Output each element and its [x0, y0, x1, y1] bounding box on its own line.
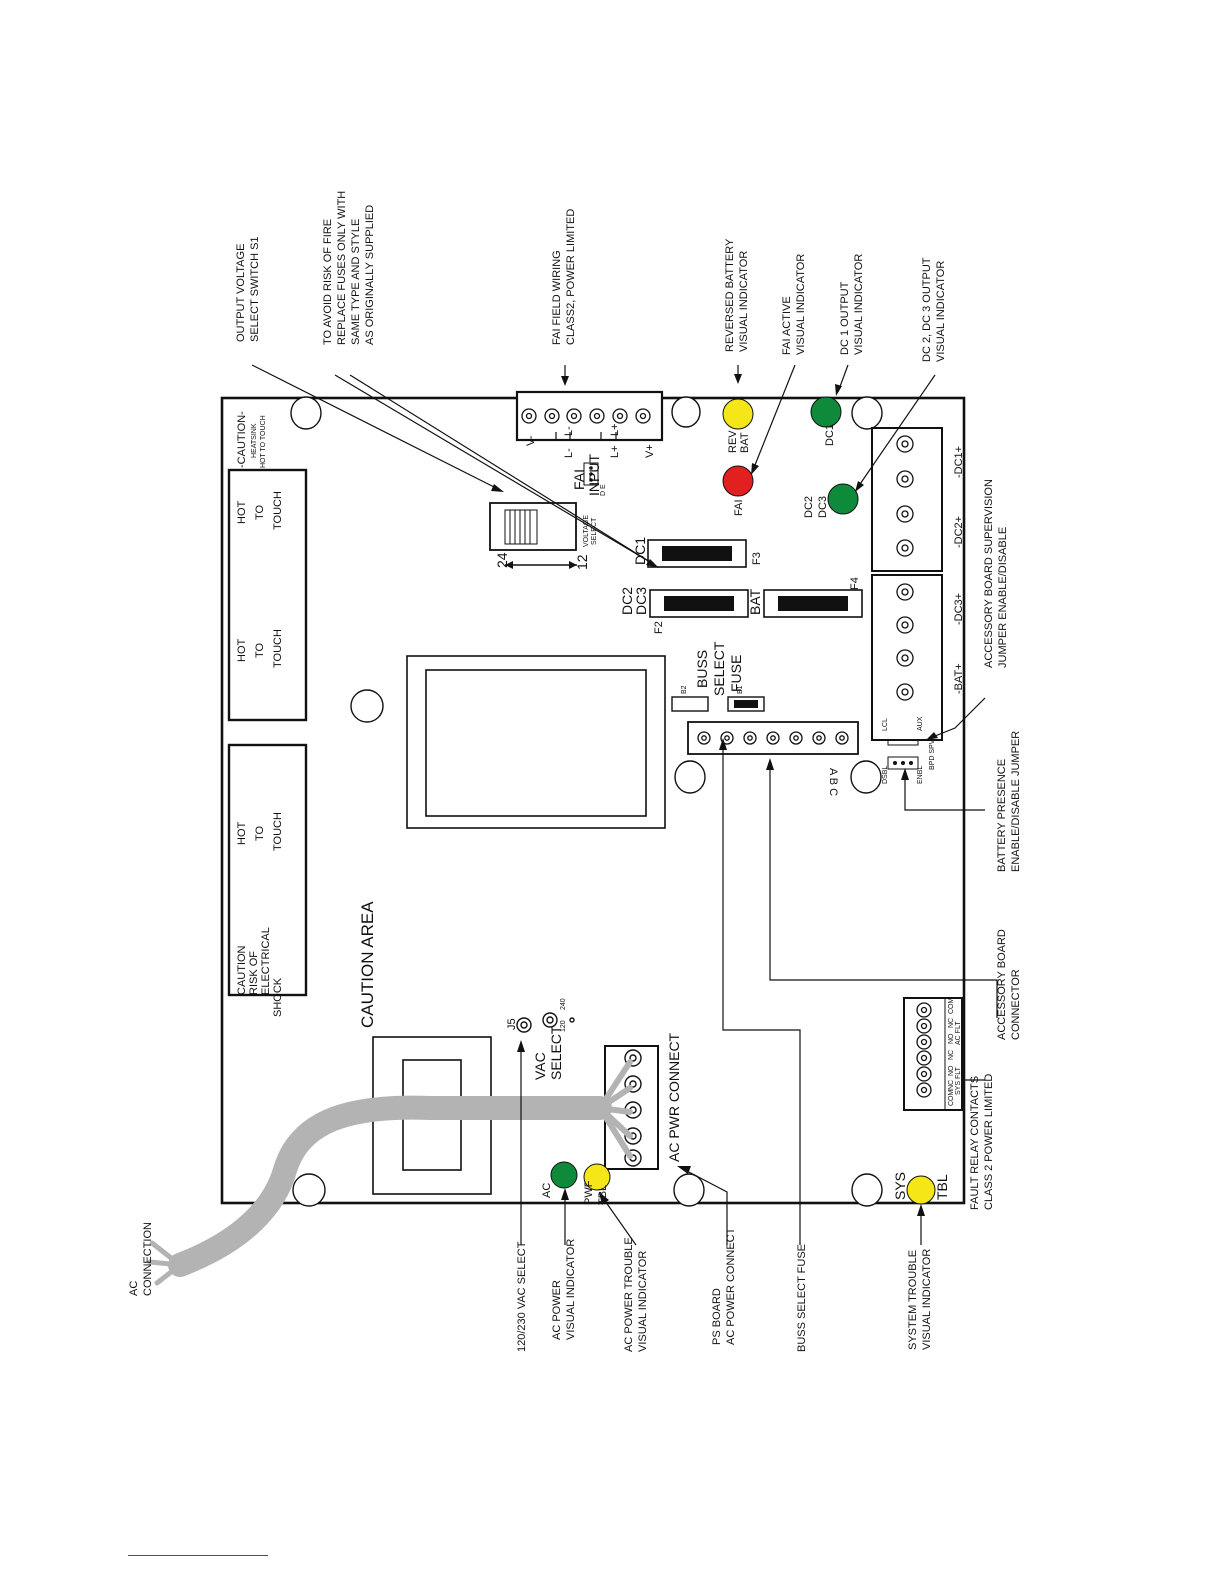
fai-led-label: FAI [733, 499, 745, 516]
board-labels: CAUTION AREA CAUTION RISK OF ELECTRICAL … [236, 408, 965, 1205]
dc2-terminal-label: -DC2+ [953, 516, 965, 548]
system-trouble-led [906, 1175, 936, 1205]
abc-label: A B C [827, 768, 839, 796]
dsbl-label: DSBL [882, 766, 889, 784]
callout-fault-relay: FAULT RELAY CONTACTS CLASS 2 POWER LIMIT… [969, 1073, 995, 1210]
f4-fuse-label: BAT [747, 588, 763, 615]
de-label: D E [600, 484, 607, 496]
hot-zone-boxes [227, 468, 308, 997]
callout-output-voltage: OUTPUT VOLTAGE SELECT SWITCH S1 [235, 236, 261, 342]
ac-trouble-led [583, 1163, 611, 1191]
callout-fai-active: FAI ACTIVE VISUAL INDICATOR [781, 254, 807, 355]
leds [550, 396, 936, 1205]
aux-label: AUX [917, 716, 924, 731]
f1-fuse-label: DC1 [632, 537, 648, 565]
vac-select-jumper [516, 1012, 575, 1033]
dc3-terminal-label: -DC3+ [953, 593, 965, 625]
accessory-connector [687, 721, 859, 755]
transformer [406, 655, 666, 829]
f4-label: F4 [849, 577, 861, 590]
mounting-holes [290, 396, 883, 1207]
hot-to-touch-1: HOT TO TOUCH [236, 812, 284, 851]
callout-ps-board: PS BOARD AC POWER CONNECT [711, 1227, 737, 1345]
shock-warning-label: CAUTION RISK OF ELECTRICAL SHOCK [236, 924, 284, 1017]
fai-l-minus: L- [563, 448, 575, 458]
dc1-led-label: DC1 [824, 424, 836, 446]
pwr-tbl-label: PWF TBL [583, 1177, 609, 1205]
fai-l-plus: L+ [609, 445, 621, 458]
ac-cable [147, 1059, 633, 1286]
fai-v-minus: V- [525, 435, 537, 446]
ac-pwr-connect-label: AC PWR CONNECT [666, 1032, 682, 1162]
v12-label: 12 [574, 554, 590, 570]
callout-ac-power-indicator: AC POWER VISUAL INDICATOR [551, 1239, 577, 1340]
ac-label: AC [541, 1183, 553, 1198]
ac-power-led [550, 1161, 578, 1189]
output-terminals [871, 427, 943, 741]
f2-label: F2 [653, 621, 665, 634]
heatsink-caution: -CAUTION- HEATSINK HOT TO TOUCH [236, 408, 267, 468]
callout-dc1-output: DC 1 OUTPUT VISUAL INDICATOR [839, 254, 865, 355]
bottom-callouts: AC CONNECTION 120/230 VAC SELECT AC POWE… [128, 476, 1022, 1352]
callout-battery-presence: BATTERY PRESENCE ENABLE/DISABLE JUMPER [996, 731, 1022, 872]
leader-lines [251, 364, 998, 1246]
callout-accessory-supervision: ACCESSORY BOARD SUPERVISION JUMPER ENABL… [983, 476, 1009, 668]
relay-terminal-labels: COM NC NO NC NO NC COM [948, 998, 955, 1107]
bpd-spv-label: BPD SPV [929, 739, 936, 770]
callout-ac-connection: AC CONNECTION [128, 1222, 154, 1296]
callout-system-trouble: SYSTEM TROUBLE VISUAL INDICATOR [907, 1247, 933, 1350]
enbl-label: ENBL [917, 766, 924, 784]
board-outline [220, 396, 966, 1205]
footer-rule [128, 1555, 268, 1556]
rev-bat-label: REV BAT [727, 427, 751, 453]
lcl-label: LCL [882, 718, 889, 731]
hot-to-touch-3: HOT TO TOUCH [236, 491, 284, 530]
callout-vac-select: 120/230 VAC SELECT [516, 1241, 528, 1352]
dc23-output-led [827, 483, 859, 515]
callout-ac-power-trouble: AC POWER TROUBLE VISUAL INDICATOR [623, 1234, 649, 1352]
dc1-output-led [810, 396, 842, 428]
reversed-battery-led [722, 398, 754, 430]
buss-select-fuse-label: BUSS SELECT FUSE [694, 638, 744, 696]
fault-relay-connector [903, 997, 963, 1111]
callout-reversed-battery: REVERSED BATTERY VISUAL INDICATOR [724, 236, 750, 352]
caution-area-label: CAUTION AREA [358, 901, 377, 1028]
fai-input-jumper [583, 462, 599, 486]
sys-tbl-label: SYS TBL [892, 1168, 950, 1200]
v24-label: 24 [494, 552, 510, 568]
fai-connector [515, 390, 664, 442]
j5-label: J5 [506, 1018, 518, 1030]
v240-label: 240 [560, 998, 567, 1010]
v120-label: 120 [560, 1020, 567, 1032]
callout-dc23-output: DC 2, DC 3 OUTPUT VISUAL INDICATOR [921, 255, 947, 362]
b2-label: B2 [681, 685, 688, 694]
fai-input-label: FAI INPUT [571, 454, 602, 496]
f2-fuse-label: DC2 DC3 [619, 583, 649, 615]
hot-to-touch-2: HOT TO TOUCH [236, 629, 284, 668]
callout-fai-field: FAI FIELD WIRING CLASS2, POWER LIMITED [551, 209, 577, 345]
relay-group-labels: SYS FLT AC FLT [955, 1021, 962, 1095]
dc23-led-label: DC2 DC3 [803, 493, 829, 518]
fuses [647, 539, 863, 618]
buss-select-fuse-holders [671, 696, 765, 712]
fai-v-plus: V+ [644, 444, 656, 458]
callout-accessory-connector: ACCESSORY BOARD CONNECTOR [996, 926, 1022, 1040]
voltage-select-label: VOLTAGE SELECT [583, 513, 598, 547]
dc1-terminal-label: -DC1+ [953, 446, 965, 478]
top-callouts: OUTPUT VOLTAGE SELECT SWITCH S1 TO AVOID… [235, 188, 947, 362]
fai-active-led [722, 465, 754, 497]
vac-select-label: VAC SELECT [532, 1025, 564, 1080]
callout-fuse-warning: TO AVOID RISK OF FIRE REPLACE FUSES ONLY… [322, 188, 376, 345]
callout-buss-select-fuse: BUSS SELECT FUSE [796, 1244, 808, 1352]
b1-label: B1 [737, 685, 744, 694]
bat-terminal-label: -BAT+ [953, 663, 965, 694]
voltage-select-switch [489, 502, 577, 569]
fai-l-plus-2: L+ [609, 423, 621, 436]
f3-label: F3 [751, 552, 763, 565]
fai-l-minus-2: L- [563, 426, 575, 436]
